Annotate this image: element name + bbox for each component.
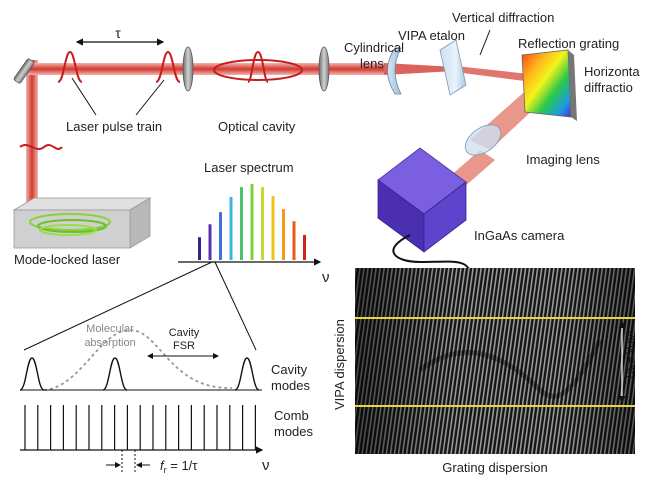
laser-spectrum-title: Laser spectrum [204, 160, 294, 175]
vertical-diffraction-pointer [479, 29, 491, 56]
fr-spacing-marker [106, 450, 150, 472]
spectrum-bar [198, 237, 201, 260]
horizontal-diffraction-label-2: diffractio [584, 80, 633, 95]
reflection-grating [521, 49, 572, 118]
molecular-absorption-label-2: absorption [84, 337, 135, 349]
vipa-fsr-label: VIPA FSR [623, 330, 635, 379]
imaging-lens [464, 124, 502, 156]
spectrum-bar [271, 196, 275, 260]
comb-nu-label: ν [262, 457, 270, 474]
zoom-lines [23, 261, 257, 351]
spectrum-bar [282, 209, 285, 260]
spectrum-bar [250, 184, 254, 260]
pulse-train-wave [19, 50, 181, 150]
mode-locked-laser-label: Mode-locked laser [14, 252, 121, 267]
vipa-etalon-label: VIPA etalon [398, 28, 465, 43]
comb-modes-label-2: modes [274, 424, 314, 439]
spectrum-bar [240, 187, 243, 260]
grating-edge [568, 50, 577, 121]
vertical-diffraction-label: Vertical diffraction [452, 10, 554, 25]
ingaas-camera-label: InGaAs camera [474, 228, 565, 243]
cavity-fsr-label-1: Cavity [169, 327, 200, 339]
turning-mirror [13, 58, 35, 84]
spectrum-nu-label: ν [322, 269, 330, 286]
cavity-mirror-input [182, 46, 194, 92]
beam-to-vipa [384, 63, 455, 75]
imaging-lens-label: Imaging lens [526, 152, 600, 167]
cavity-mode-peak [234, 357, 260, 391]
cylindrical-lens-label-1: Cylindrical [344, 40, 404, 55]
spectrum-bar [303, 234, 306, 260]
grating-dispersion-label: Grating dispersion [442, 460, 548, 475]
ingaas-camera [377, 147, 471, 276]
mode-locked-laser [12, 197, 152, 249]
laser-pulse-train-label: Laser pulse train [66, 119, 162, 134]
cavity-modes-label-2: modes [271, 378, 311, 393]
cavity-wave [213, 50, 303, 83]
cavity-mode-peak [102, 357, 128, 391]
molecular-absorption-curve [43, 329, 233, 391]
detector-image [355, 268, 635, 454]
optical-cavity-label: Optical cavity [218, 119, 296, 134]
cavity-modes-panel [19, 329, 262, 391]
cavity-mode-peak [19, 357, 45, 391]
spectrum-bar [261, 187, 264, 260]
spectrum-bar [219, 212, 222, 260]
cavity-mirror-output [318, 46, 330, 92]
horizontal-beam-segment [26, 63, 384, 75]
cavity-modes-label-1: Cavity [271, 362, 308, 377]
horizontal-diffraction-label-1: Horizonta [584, 64, 640, 79]
vipa-dispersion-label: VIPA dispersion [332, 319, 347, 410]
spectrum-bar [208, 224, 212, 260]
molecular-absorption-label-1: Molecular [86, 323, 134, 335]
fr-label: fr = 1/τ [160, 458, 198, 475]
vipa-etalon [439, 39, 467, 96]
reflection-grating-label: Reflection grating [518, 36, 619, 51]
spectrum-bar [292, 221, 296, 260]
cylindrical-lens-label-2: lens [360, 56, 384, 71]
comb-modes-label-1: Comb [274, 408, 309, 423]
cylindrical-lens [387, 47, 402, 95]
tau-label: τ [115, 25, 121, 41]
pulse-train-pointers [71, 77, 165, 116]
vertical-beam-segment [26, 60, 38, 210]
cavity-fsr-label-2: FSR [173, 340, 195, 352]
comb-modes-lines [24, 405, 256, 450]
spectrum-bar [229, 196, 233, 260]
laser-spectrum-plot [198, 184, 306, 260]
